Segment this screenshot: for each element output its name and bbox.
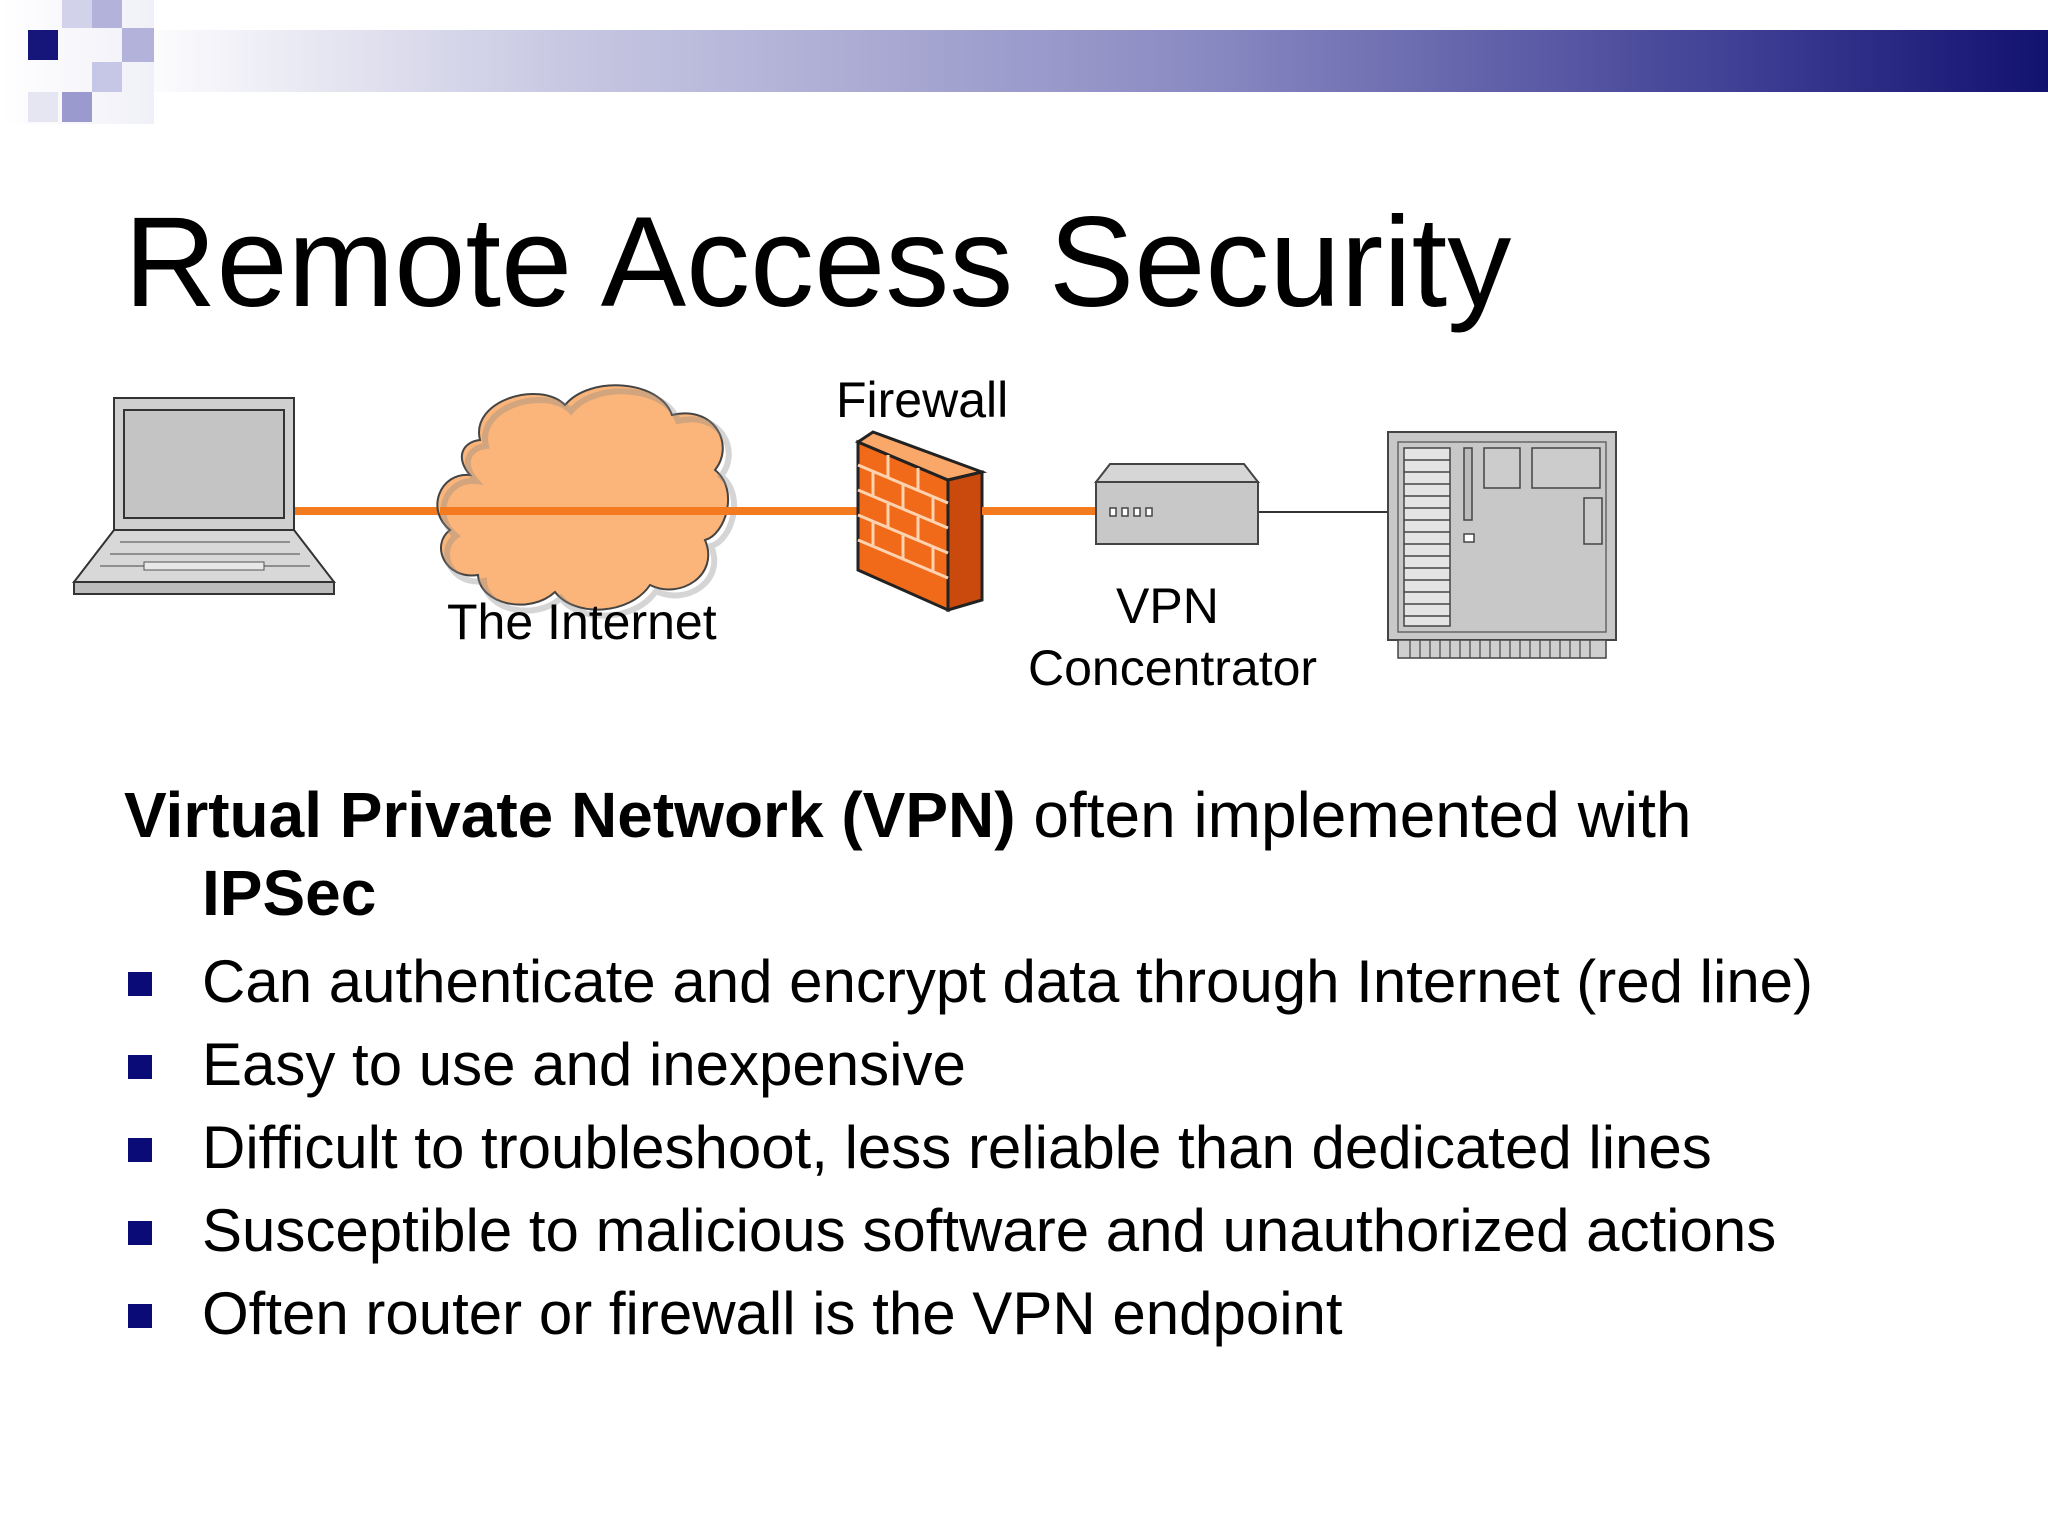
header-square-7: [28, 92, 58, 122]
vpn-label-line1: VPN: [1116, 578, 1219, 634]
bullet-text: Can authenticate and encrypt data throug…: [202, 948, 1814, 1015]
header-square-2: [62, 0, 92, 28]
bullet-list: Can authenticate and encrypt data throug…: [124, 940, 2004, 1355]
bullet-text: Easy to use and inexpensive: [202, 1031, 966, 1098]
bullet-text: Often router or firewall is the VPN endp…: [202, 1280, 1343, 1347]
laptop-icon: [71, 397, 337, 595]
network-diagram: Firewall The Internet VPN Concentrator: [0, 360, 2048, 720]
header-square-5: [92, 62, 122, 92]
cloud-icon: [436, 384, 738, 619]
list-item: Easy to use and inexpensive: [124, 1023, 2004, 1106]
firewall-label: Firewall: [836, 372, 1009, 428]
lead-statement: Virtual Private Network (VPN) often impl…: [124, 776, 1984, 932]
firewall-icon: [854, 430, 988, 613]
server-icon: [1387, 431, 1617, 659]
bullet-text: Difficult to troubleshoot, less reliable…: [202, 1114, 1712, 1181]
header-square-3: [92, 0, 122, 28]
bullet-text: Susceptible to malicious software and un…: [202, 1197, 1777, 1264]
slide-title: Remote Access Security: [124, 191, 1512, 334]
header-gradient-bar: [130, 30, 2048, 92]
square-bullet-icon: [128, 1304, 152, 1328]
lead-vpn-term: Virtual Private Network (VPN): [124, 779, 1016, 851]
square-bullet-icon: [128, 1221, 152, 1245]
internet-label: The Internet: [447, 594, 717, 650]
header-square-dark: [28, 30, 58, 60]
vpn-label-line2: Concentrator: [1028, 640, 1318, 696]
list-item: Difficult to troubleshoot, less reliable…: [124, 1106, 2004, 1189]
list-item: Susceptible to malicious software and un…: [124, 1189, 2004, 1272]
square-bullet-icon: [128, 1055, 152, 1079]
lead-ipsec-term: IPSec: [202, 857, 377, 929]
square-bullet-icon: [128, 1138, 152, 1162]
header-square-6: [62, 92, 92, 122]
lead-text: often implemented with: [1015, 779, 1692, 851]
header-square-4: [122, 28, 154, 62]
square-bullet-icon: [128, 972, 152, 996]
vpn-concentrator-icon: [1093, 463, 1261, 545]
list-item: Can authenticate and encrypt data throug…: [124, 940, 2004, 1023]
list-item: Often router or firewall is the VPN endp…: [124, 1272, 2004, 1355]
